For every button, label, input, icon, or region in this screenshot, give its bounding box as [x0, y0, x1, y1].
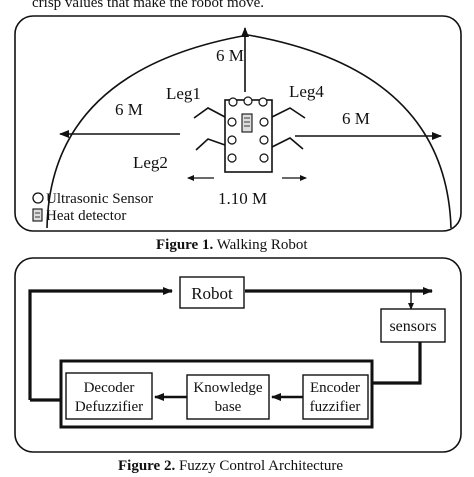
leg4-label: Leg4 [289, 82, 324, 101]
feedback-loop-lines [28, 287, 433, 402]
figure1-caption-text: Walking Robot [213, 237, 308, 253]
controller-frame [59, 359, 374, 429]
top-range-label: 6 M [216, 46, 244, 65]
knowledge-label-1: Knowledge [193, 380, 262, 396]
figure2-frame [14, 257, 462, 453]
figure1-caption-number: Figure 1. [156, 237, 213, 253]
robot-block [179, 276, 245, 309]
top-partial-text: crisp values that make the robot move. [32, 0, 264, 11]
leg2-label: Leg2 [133, 153, 168, 172]
heat-detector-icon [32, 208, 43, 222]
legend-heat: Heat detector [46, 208, 126, 224]
figure1-frame [14, 15, 462, 232]
decoder-label-2: Defuzzifier [75, 399, 143, 415]
figure2-caption-number: Figure 2. [118, 458, 175, 474]
legend-ultrasonic: Ultrasonic Sensor [46, 191, 153, 207]
leg1-label: Leg1 [166, 84, 201, 103]
figure1-caption: Figure 1. Walking Robot [156, 237, 308, 253]
encoder-label-2: fuzzifier [310, 399, 361, 415]
sensors-block-label: sensors [389, 318, 436, 335]
sensors-block [380, 308, 446, 343]
figure2-caption-text: Fuzzy Control Architecture [175, 458, 343, 474]
encoder-block [302, 374, 369, 420]
robot-legs [193, 107, 306, 151]
right-range-label: 6 M [342, 109, 370, 128]
figure2-caption: Figure 2. Fuzzy Control Architecture [118, 458, 343, 474]
knowledge-label-2: base [215, 399, 242, 415]
ultrasonic-sensor-icon [32, 192, 44, 204]
left-range-label: 6 M [115, 100, 143, 119]
encoder-label-1: Encoder [310, 380, 360, 396]
width-label: 1.10 M [218, 189, 267, 208]
robot-body [224, 96, 273, 173]
decoder-block [65, 372, 153, 420]
decoder-label-1: Decoder [84, 380, 135, 396]
robot-block-label: Robot [191, 284, 233, 303]
